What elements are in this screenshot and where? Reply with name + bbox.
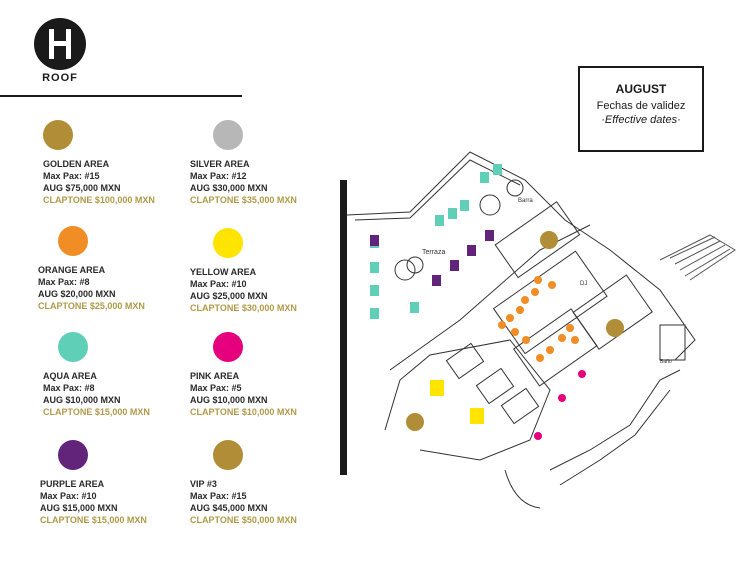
purple-table[interactable]: [467, 245, 476, 256]
dj-label: DJ: [580, 281, 587, 287]
south-wall: [549, 369, 681, 471]
area-name: SILVER AREA: [190, 159, 250, 169]
aqua-table-83[interactable]: [460, 200, 469, 211]
area-claptone: CLAPTONE $30,000 MXN: [190, 303, 297, 313]
aqua-table-81[interactable]: [435, 215, 444, 226]
vip-dot-icon: [213, 440, 243, 470]
area-silver: SILVER AREA Max Pax: #12 AUG $30,000 MXN…: [190, 120, 330, 206]
vip1-icon[interactable]: [540, 231, 558, 249]
area-pax: Max Pax: #10: [40, 491, 97, 501]
purple-table[interactable]: [432, 275, 441, 286]
area-name: ORANGE AREA: [38, 265, 106, 275]
vip1-room: [494, 201, 581, 279]
area-aug: AUG $10,000 MXN: [190, 395, 268, 405]
area-aug: AUG $10,000 MXN: [43, 395, 121, 405]
stairs-outline: [659, 234, 736, 281]
vip2-icon[interactable]: [606, 319, 624, 337]
area-aug: AUG $25,000 MXN: [190, 291, 268, 301]
effective-dates-label: ·Effective dates·: [601, 114, 681, 126]
area-orange: ORANGE AREA Max Pax: #8 AUG $20,000 MXN …: [38, 226, 178, 312]
purple-tables: [370, 230, 494, 286]
h-logo-mark: [49, 29, 71, 59]
yellow-table-30[interactable]: [470, 408, 484, 424]
aqua-table-84[interactable]: [480, 172, 489, 183]
area-claptone: CLAPTONE $35,000 MXN: [190, 195, 297, 205]
aqua-table-82[interactable]: [448, 208, 457, 219]
entrance-curve: [504, 469, 541, 509]
west-wall: [340, 180, 347, 475]
aqua-table-71[interactable]: [370, 262, 379, 273]
bathroom: [659, 324, 686, 361]
yellow-dot-icon: [213, 228, 243, 258]
outer-wall-north: [346, 151, 696, 361]
silver-dot-icon: [213, 120, 243, 150]
area-aqua: AQUA AREA Max Pax: #8 AUG $10,000 MXN CL…: [43, 332, 183, 418]
area-claptone: CLAPTONE $100,000 MXN: [43, 195, 155, 205]
area-pax: Max Pax: #15: [190, 491, 247, 501]
area-pax: Max Pax: #5: [190, 383, 242, 393]
area-claptone: CLAPTONE $15,000 MXN: [43, 407, 150, 417]
vip3-icon[interactable]: [406, 413, 424, 431]
aqua-tables: [370, 164, 502, 319]
vip3-room: [384, 339, 551, 461]
pink-seat[interactable]: [558, 394, 566, 402]
area-pax: Max Pax: #8: [38, 277, 90, 287]
yellow-table-41[interactable]: [430, 380, 444, 396]
area-golden: GOLDEN AREA Max Pax: #15 AUG $75,000 MXN…: [43, 120, 183, 206]
south-wall-inner: [559, 389, 671, 486]
aqua-dot-icon: [58, 332, 88, 362]
area-pax: Max Pax: #15: [43, 171, 100, 181]
orange-seats: [498, 276, 579, 362]
area-name: PINK AREA: [190, 371, 240, 381]
pink-seat[interactable]: [578, 370, 586, 378]
area-pax: Max Pax: #12: [190, 171, 247, 181]
pink-seat[interactable]: [534, 432, 542, 440]
area-aug: AUG $15,000 MXN: [40, 503, 118, 513]
purple-table[interactable]: [485, 230, 494, 241]
area-claptone: CLAPTONE $15,000 MXN: [40, 515, 147, 525]
golden-dot-icon: [43, 120, 73, 150]
header-divider: [0, 95, 242, 97]
vip2-room: [572, 274, 653, 350]
area-name: PURPLE AREA: [40, 479, 105, 489]
area-name: VIP #3: [190, 479, 217, 489]
area-aug: AUG $45,000 MXN: [190, 503, 268, 513]
area-name: YELLOW AREA: [190, 267, 257, 277]
area-pax: Max Pax: #10: [190, 279, 247, 289]
purple-table[interactable]: [450, 260, 459, 271]
aqua-table-73[interactable]: [370, 308, 379, 319]
bar-label: Barra: [518, 198, 533, 204]
aqua-table-85[interactable]: [493, 164, 502, 175]
terrace-label: Terraza: [422, 249, 445, 256]
area-vip3: VIP #3 Max Pax: #15 AUG $45,000 MXN CLAP…: [190, 440, 330, 526]
h-logo-icon: [34, 18, 86, 70]
area-claptone: CLAPTONE $50,000 MXN: [190, 515, 297, 525]
purple-dot-icon: [58, 440, 88, 470]
logo-name: ROOF: [42, 72, 78, 84]
area-name: AQUA AREA: [43, 371, 97, 381]
area-name: GOLDEN AREA: [43, 159, 110, 169]
month-title: AUGUST: [615, 82, 667, 96]
bath-label: Baño: [660, 359, 672, 365]
pink-dot-icon: [213, 332, 243, 362]
floor-plan: Terraza Barra DJ Baño: [340, 151, 736, 509]
validity-subtitle: Fechas de validez: [596, 100, 686, 112]
area-claptone: CLAPTONE $10,000 MXN: [190, 407, 297, 417]
area-claptone: CLAPTONE $25,000 MXN: [38, 301, 145, 311]
area-aug: AUG $30,000 MXN: [190, 183, 268, 193]
area-pax: Max Pax: #8: [43, 383, 95, 393]
area-pink: PINK AREA Max Pax: #5 AUG $10,000 MXN CL…: [190, 332, 330, 418]
area-purple: PURPLE AREA Max Pax: #10 AUG $15,000 MXN…: [40, 440, 180, 526]
aqua-table-72[interactable]: [370, 285, 379, 296]
aqua-table-86[interactable]: [410, 302, 419, 313]
purple-table-70[interactable]: [370, 235, 379, 246]
area-aug: AUG $75,000 MXN: [43, 183, 121, 193]
orange-dot-icon: [58, 226, 88, 256]
area-aug: AUG $20,000 MXN: [38, 289, 116, 299]
diagonal-wall: [389, 224, 591, 371]
validity-box: AUGUST Fechas de validez ·Effective date…: [578, 66, 704, 152]
area-yellow: YELLOW AREA Max Pax: #10 AUG $25,000 MXN…: [190, 228, 330, 314]
